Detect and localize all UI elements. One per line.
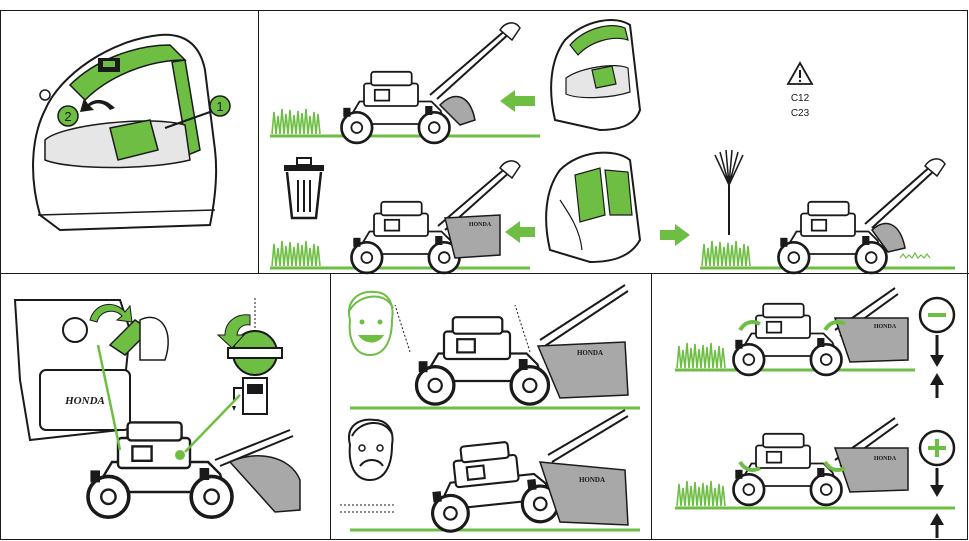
minus-circle-icon bbox=[920, 298, 954, 398]
panel-collector-sequence: C12 C23 HONDA bbox=[270, 20, 955, 273]
fuel-pump-icon bbox=[232, 378, 267, 414]
left-arrow-icon-2 bbox=[505, 221, 535, 243]
bag-brand-raise: HONDA bbox=[874, 456, 897, 462]
mower-after-raking bbox=[700, 159, 955, 273]
bag-brand-unlevel: HONDA bbox=[579, 476, 605, 484]
right-arrow-icon bbox=[660, 224, 690, 246]
mower-no-collector bbox=[270, 23, 540, 143]
bag-brand-level: HONDA bbox=[577, 349, 603, 357]
step-2-label: 2 bbox=[64, 109, 71, 124]
bag-brand-lower: HONDA bbox=[874, 324, 897, 330]
engine-brand-label: HONDA bbox=[64, 395, 105, 407]
step-1-label: 1 bbox=[216, 99, 223, 114]
panel-collector-removal: 1 2 bbox=[33, 35, 230, 230]
happy-face-icon bbox=[349, 292, 393, 355]
warning-block: C12 C23 bbox=[788, 63, 812, 119]
panel-cutting-height: HONDA HONDA bbox=[675, 288, 955, 538]
panel-fuel-valve: HONDA bbox=[15, 298, 300, 517]
mower-lower: HONDA bbox=[675, 288, 915, 375]
left-arrow-icon bbox=[500, 90, 535, 112]
mower-raise: HONDA bbox=[675, 418, 955, 508]
mower-level: HONDA bbox=[350, 285, 640, 408]
panel-level-cut: HONDA HONDA bbox=[340, 285, 640, 533]
collector-view-bottom bbox=[546, 153, 690, 262]
collector-view-top bbox=[551, 20, 640, 130]
warning-code-2: C23 bbox=[791, 108, 810, 119]
bag-brand-top: HONDA bbox=[469, 222, 492, 228]
rake-icon bbox=[715, 150, 743, 235]
plus-circle-icon bbox=[920, 431, 954, 538]
fuel-valve-symbol bbox=[218, 298, 282, 385]
warning-code-1: C12 bbox=[791, 93, 810, 104]
sad-face-icon bbox=[349, 420, 393, 480]
trash-bin-icon bbox=[284, 158, 324, 218]
